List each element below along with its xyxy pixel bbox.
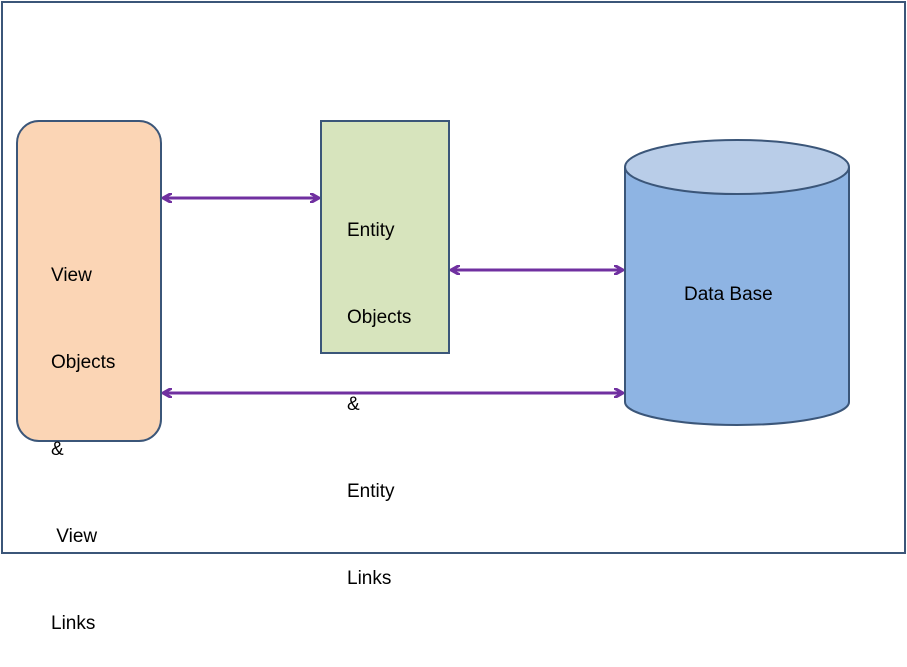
database-top bbox=[624, 139, 850, 195]
entity-label-line: Objects bbox=[347, 307, 412, 328]
database-body bbox=[624, 167, 850, 426]
diagram-canvas bbox=[16, 120, 850, 442]
view-label-line: View bbox=[51, 265, 92, 286]
entity-label-line: Entity bbox=[347, 481, 395, 502]
entity-objects-box bbox=[320, 120, 450, 354]
database-label: Data Base bbox=[684, 284, 773, 305]
view-objects-label: View Objects & View Links bbox=[51, 203, 115, 667]
view-label-line: View bbox=[51, 526, 98, 547]
view-objects-box bbox=[16, 120, 162, 442]
entity-label-line: Entity bbox=[347, 220, 395, 241]
database-cylinder bbox=[624, 139, 850, 426]
view-label-line: Links bbox=[51, 613, 96, 634]
entity-objects-label: Entity Objects & Entity Links bbox=[347, 158, 411, 622]
view-label-line: & bbox=[51, 439, 64, 460]
entity-label-line: Links bbox=[347, 568, 392, 589]
view-label-line: Objects bbox=[51, 352, 116, 373]
entity-label-line: & bbox=[347, 394, 360, 415]
